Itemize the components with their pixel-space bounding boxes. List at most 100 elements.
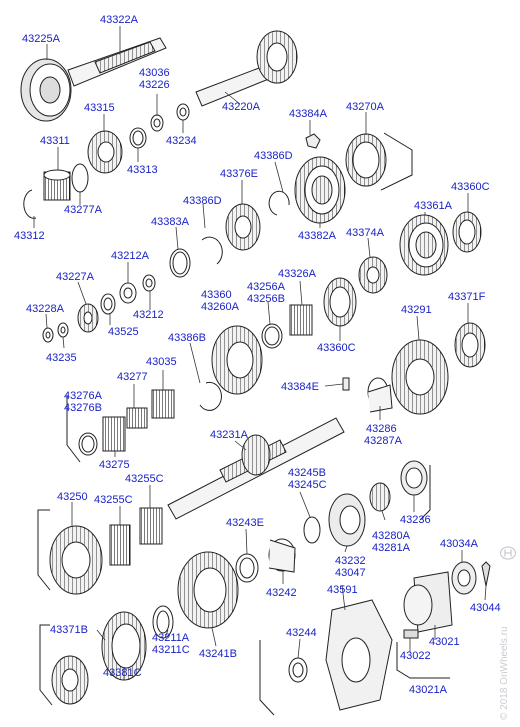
washer-43228a bbox=[42, 327, 54, 343]
part-label-43232: 43232 bbox=[335, 555, 366, 567]
part-label-43227a: 43227A bbox=[56, 271, 94, 283]
part-label-43245b: 43245B bbox=[288, 467, 326, 479]
part-label-43242: 43242 bbox=[266, 587, 297, 599]
snap-ring-43386b bbox=[199, 381, 222, 411]
part-label-43047: 43047 bbox=[335, 567, 366, 579]
snap-ring-43386d-top bbox=[268, 190, 290, 216]
bearing-43232 bbox=[328, 493, 366, 547]
part-label-43276a: 43276A bbox=[64, 390, 102, 402]
part-label-43245c: 43245C bbox=[288, 479, 327, 491]
part-label-43286: 43286 bbox=[366, 423, 397, 435]
washer-43235 bbox=[57, 322, 69, 338]
ring-43277a bbox=[71, 163, 89, 193]
part-label-43036: 43036 bbox=[139, 67, 170, 79]
part-label-43384e: 43384E bbox=[281, 381, 319, 393]
part-label-43044: 43044 bbox=[470, 602, 501, 614]
part-label-43376e: 43376E bbox=[220, 168, 258, 180]
gear-43371b bbox=[51, 655, 89, 705]
part-label-43360c-top: 43360C bbox=[451, 181, 490, 193]
part-label-43244: 43244 bbox=[286, 627, 317, 639]
brand-logo-icon bbox=[500, 546, 516, 560]
part-label-43250: 43250 bbox=[57, 491, 88, 503]
cap-43236 bbox=[400, 460, 428, 496]
ring-43525 bbox=[100, 293, 116, 315]
part-label-43525: 43525 bbox=[108, 326, 139, 338]
gear-43371f bbox=[454, 322, 486, 368]
part-label-43371f: 43371F bbox=[448, 291, 486, 303]
part-label-43386b: 43386B bbox=[168, 332, 206, 344]
part-label-43360c-mid: 43360C bbox=[317, 342, 356, 354]
part-label-43315: 43315 bbox=[84, 102, 115, 114]
bearing-43256b bbox=[289, 304, 313, 336]
watermark: © 2018 OnWheels.ru bbox=[499, 626, 510, 720]
cap-43034a bbox=[451, 561, 477, 595]
washer-43245b bbox=[303, 516, 321, 544]
part-label-43231a: 43231A bbox=[210, 429, 248, 441]
part-label-43374a: 43374A bbox=[346, 227, 384, 239]
part-label-43382a: 43382A bbox=[298, 230, 336, 242]
part-label-43241b: 43241B bbox=[199, 648, 237, 660]
washer-43212 bbox=[142, 274, 156, 292]
bearing-43255c-top bbox=[139, 507, 163, 545]
part-label-43022: 43022 bbox=[400, 650, 431, 662]
part-label-43035: 43035 bbox=[146, 356, 177, 368]
part-label-43277: 43277 bbox=[117, 371, 148, 383]
snap-ring-43386d-mid bbox=[201, 236, 223, 265]
bolt-43022 bbox=[403, 629, 419, 639]
ring-43313 bbox=[129, 127, 147, 149]
part-label-43255c-top: 43255C bbox=[125, 473, 164, 485]
gear-43241b bbox=[177, 551, 239, 629]
gear-43227a bbox=[77, 303, 99, 333]
part-label-43591: 43591 bbox=[327, 584, 358, 596]
part-label-43361a: 43361A bbox=[414, 200, 452, 212]
part-label-43386d-top: 43386D bbox=[254, 150, 293, 162]
part-label-43313: 43313 bbox=[127, 164, 158, 176]
part-label-43371b: 43371B bbox=[50, 624, 88, 636]
part-label-43322a: 43322A bbox=[100, 14, 138, 26]
part-label-43287a: 43287A bbox=[364, 435, 402, 447]
part-label-43256a: 43256A bbox=[247, 281, 285, 293]
bearing-43225a bbox=[20, 58, 72, 122]
part-label-43291: 43291 bbox=[401, 304, 432, 316]
part-label-43226: 43226 bbox=[139, 79, 170, 91]
part-label-43234: 43234 bbox=[166, 135, 197, 147]
part-label-43311: 43311 bbox=[40, 135, 70, 147]
part-label-43312: 43312 bbox=[14, 230, 45, 242]
part-label-43235: 43235 bbox=[46, 352, 77, 364]
sleeve-43256a bbox=[261, 323, 283, 349]
snap-ring-43312 bbox=[23, 189, 37, 219]
part-label-43360: 43360 bbox=[201, 289, 232, 301]
bearing-43277 bbox=[126, 407, 148, 429]
part-label-43225a: 43225A bbox=[22, 33, 60, 45]
part-label-43212: 43212 bbox=[133, 309, 164, 321]
part-label-43281a: 43281A bbox=[372, 542, 410, 554]
hub-43382a bbox=[294, 156, 346, 224]
input-shaft-43322a bbox=[67, 37, 167, 87]
gear-43250 bbox=[49, 525, 103, 595]
part-label-43243e: 43243E bbox=[226, 517, 264, 529]
clip-43384a bbox=[305, 133, 321, 149]
part-label-43212a: 43212A bbox=[111, 250, 149, 262]
housing-43591 bbox=[325, 599, 393, 711]
seal-43244 bbox=[288, 657, 308, 683]
part-label-43326a: 43326A bbox=[278, 268, 316, 280]
sleeve-43276a bbox=[78, 432, 98, 456]
part-label-43275: 43275 bbox=[99, 459, 130, 471]
part-label-43228a: 43228A bbox=[26, 303, 64, 315]
main-shaft-43231a bbox=[167, 417, 345, 520]
gear-43360-43260a bbox=[211, 325, 263, 395]
sleeve-43286 bbox=[367, 377, 393, 413]
flange-43021 bbox=[403, 571, 453, 633]
bearing-43035 bbox=[151, 389, 175, 419]
gear-43315 bbox=[87, 130, 123, 174]
washer-43036 bbox=[150, 114, 164, 132]
part-label-43276b: 43276B bbox=[64, 402, 102, 414]
sleeve-43270a bbox=[345, 133, 387, 187]
pin-43384e bbox=[342, 377, 350, 391]
ring-43381c bbox=[101, 611, 147, 681]
part-label-43220a: 43220A bbox=[222, 101, 260, 113]
part-label-43211c: 43211C bbox=[152, 644, 190, 656]
ring-43360c-top bbox=[452, 211, 482, 253]
pin-43044 bbox=[481, 561, 491, 587]
